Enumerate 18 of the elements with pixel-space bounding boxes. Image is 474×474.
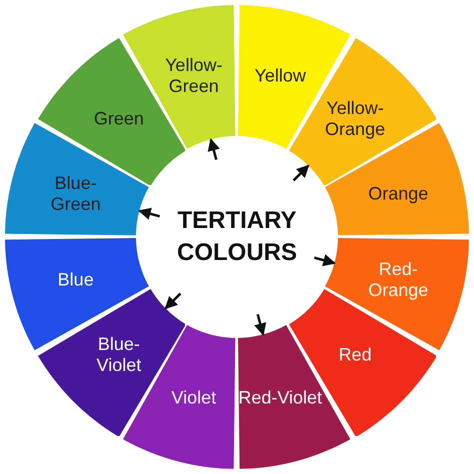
segment-label: Red [338,344,373,366]
segment-label: Yellow-Green [164,54,224,97]
arrow [314,254,336,266]
segment-label: Orange [367,183,430,204]
segment-label: Violet [170,388,218,409]
arrow [138,208,160,220]
arrow [164,292,182,310]
arrow [292,164,310,182]
arrow [254,314,266,336]
segment-label: Blue [56,270,95,291]
arrow [208,138,220,160]
segment-label: Red-Orange [367,259,430,302]
segment-label: Yellow [254,65,307,86]
segment-label: Blue-Violet [96,334,142,376]
segment-label: Blue-Green [50,172,102,215]
segment-label: Green [92,108,145,130]
segment-label: Yellow-Orange [324,98,386,140]
segment-label: Red-Violet [238,388,322,409]
